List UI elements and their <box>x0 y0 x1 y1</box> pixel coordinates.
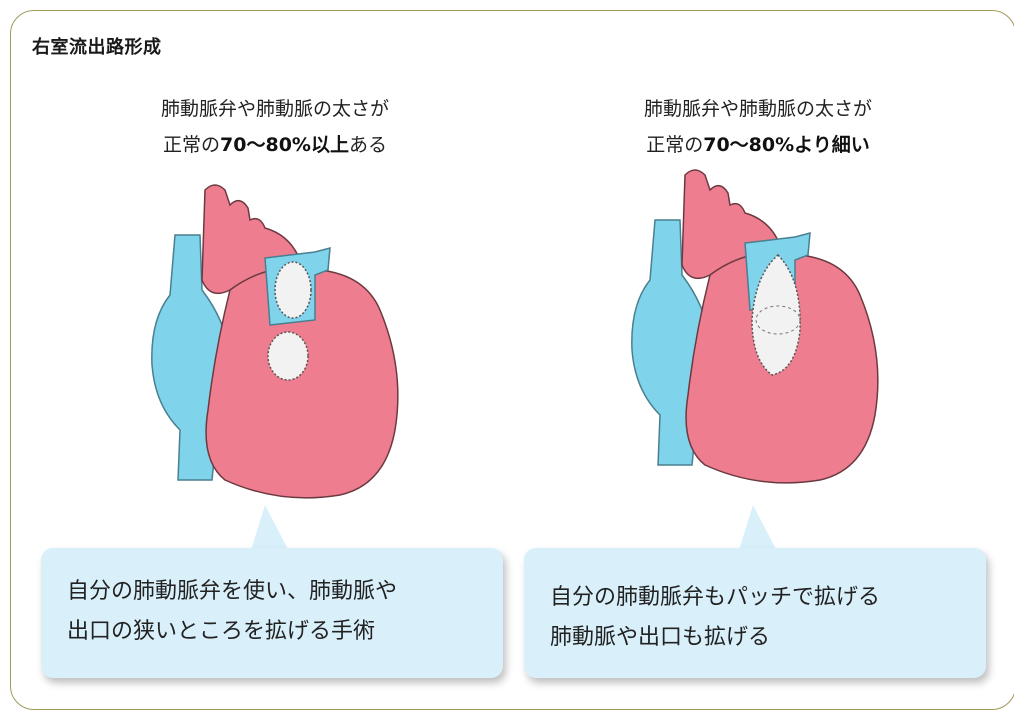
left-caption-post: ある <box>348 134 387 156</box>
right-caption: 肺動脈弁や肺動脈の太さが 正常の70〜80%より細い <box>578 91 938 163</box>
left-caption-line2: 正常の70〜80%以上ある <box>95 127 455 163</box>
right-caption-pre: 正常の <box>646 134 704 156</box>
right-caption-line2: 正常の70〜80%より細い <box>578 127 938 163</box>
left-heart-body <box>205 266 399 499</box>
left-caption: 肺動脈弁や肺動脈の太さが 正常の70〜80%以上ある <box>95 91 455 163</box>
left-callout-line2: 出口の狭いところを拡げる手術 <box>67 619 376 644</box>
right-callout: 自分の肺動脈弁もパッチで拡げる 肺動脈や出口も拡げる <box>524 548 986 678</box>
right-callout-line1: 自分の肺動脈弁もパッチで拡げる <box>550 585 881 610</box>
right-callout-line2: 肺動脈や出口も拡げる <box>550 625 771 650</box>
left-heart-illustration <box>151 184 399 499</box>
left-callout: 自分の肺動脈弁を使い、肺動脈や 出口の狭いところを拡げる手術 <box>41 548 503 678</box>
right-caption-bold: 70〜80%より細い <box>703 134 870 156</box>
left-patch-lower <box>267 331 309 381</box>
left-caption-pre: 正常の <box>163 134 221 156</box>
panel-title: 右室流出路形成 <box>32 37 162 58</box>
right-heart-illustration <box>631 169 879 484</box>
left-callout-pointer <box>250 505 290 553</box>
left-patch-upper <box>274 261 312 319</box>
right-caption-line1: 肺動脈弁や肺動脈の太さが <box>643 98 872 120</box>
right-patch-inner <box>755 305 801 335</box>
right-callout-pointer <box>738 505 778 553</box>
left-callout-line1: 自分の肺動脈弁を使い、肺動脈や <box>67 579 398 604</box>
left-caption-line1: 肺動脈弁や肺動脈の太さが <box>160 98 389 120</box>
right-patch <box>751 253 801 376</box>
left-caption-bold: 70〜80%以上 <box>220 134 349 156</box>
